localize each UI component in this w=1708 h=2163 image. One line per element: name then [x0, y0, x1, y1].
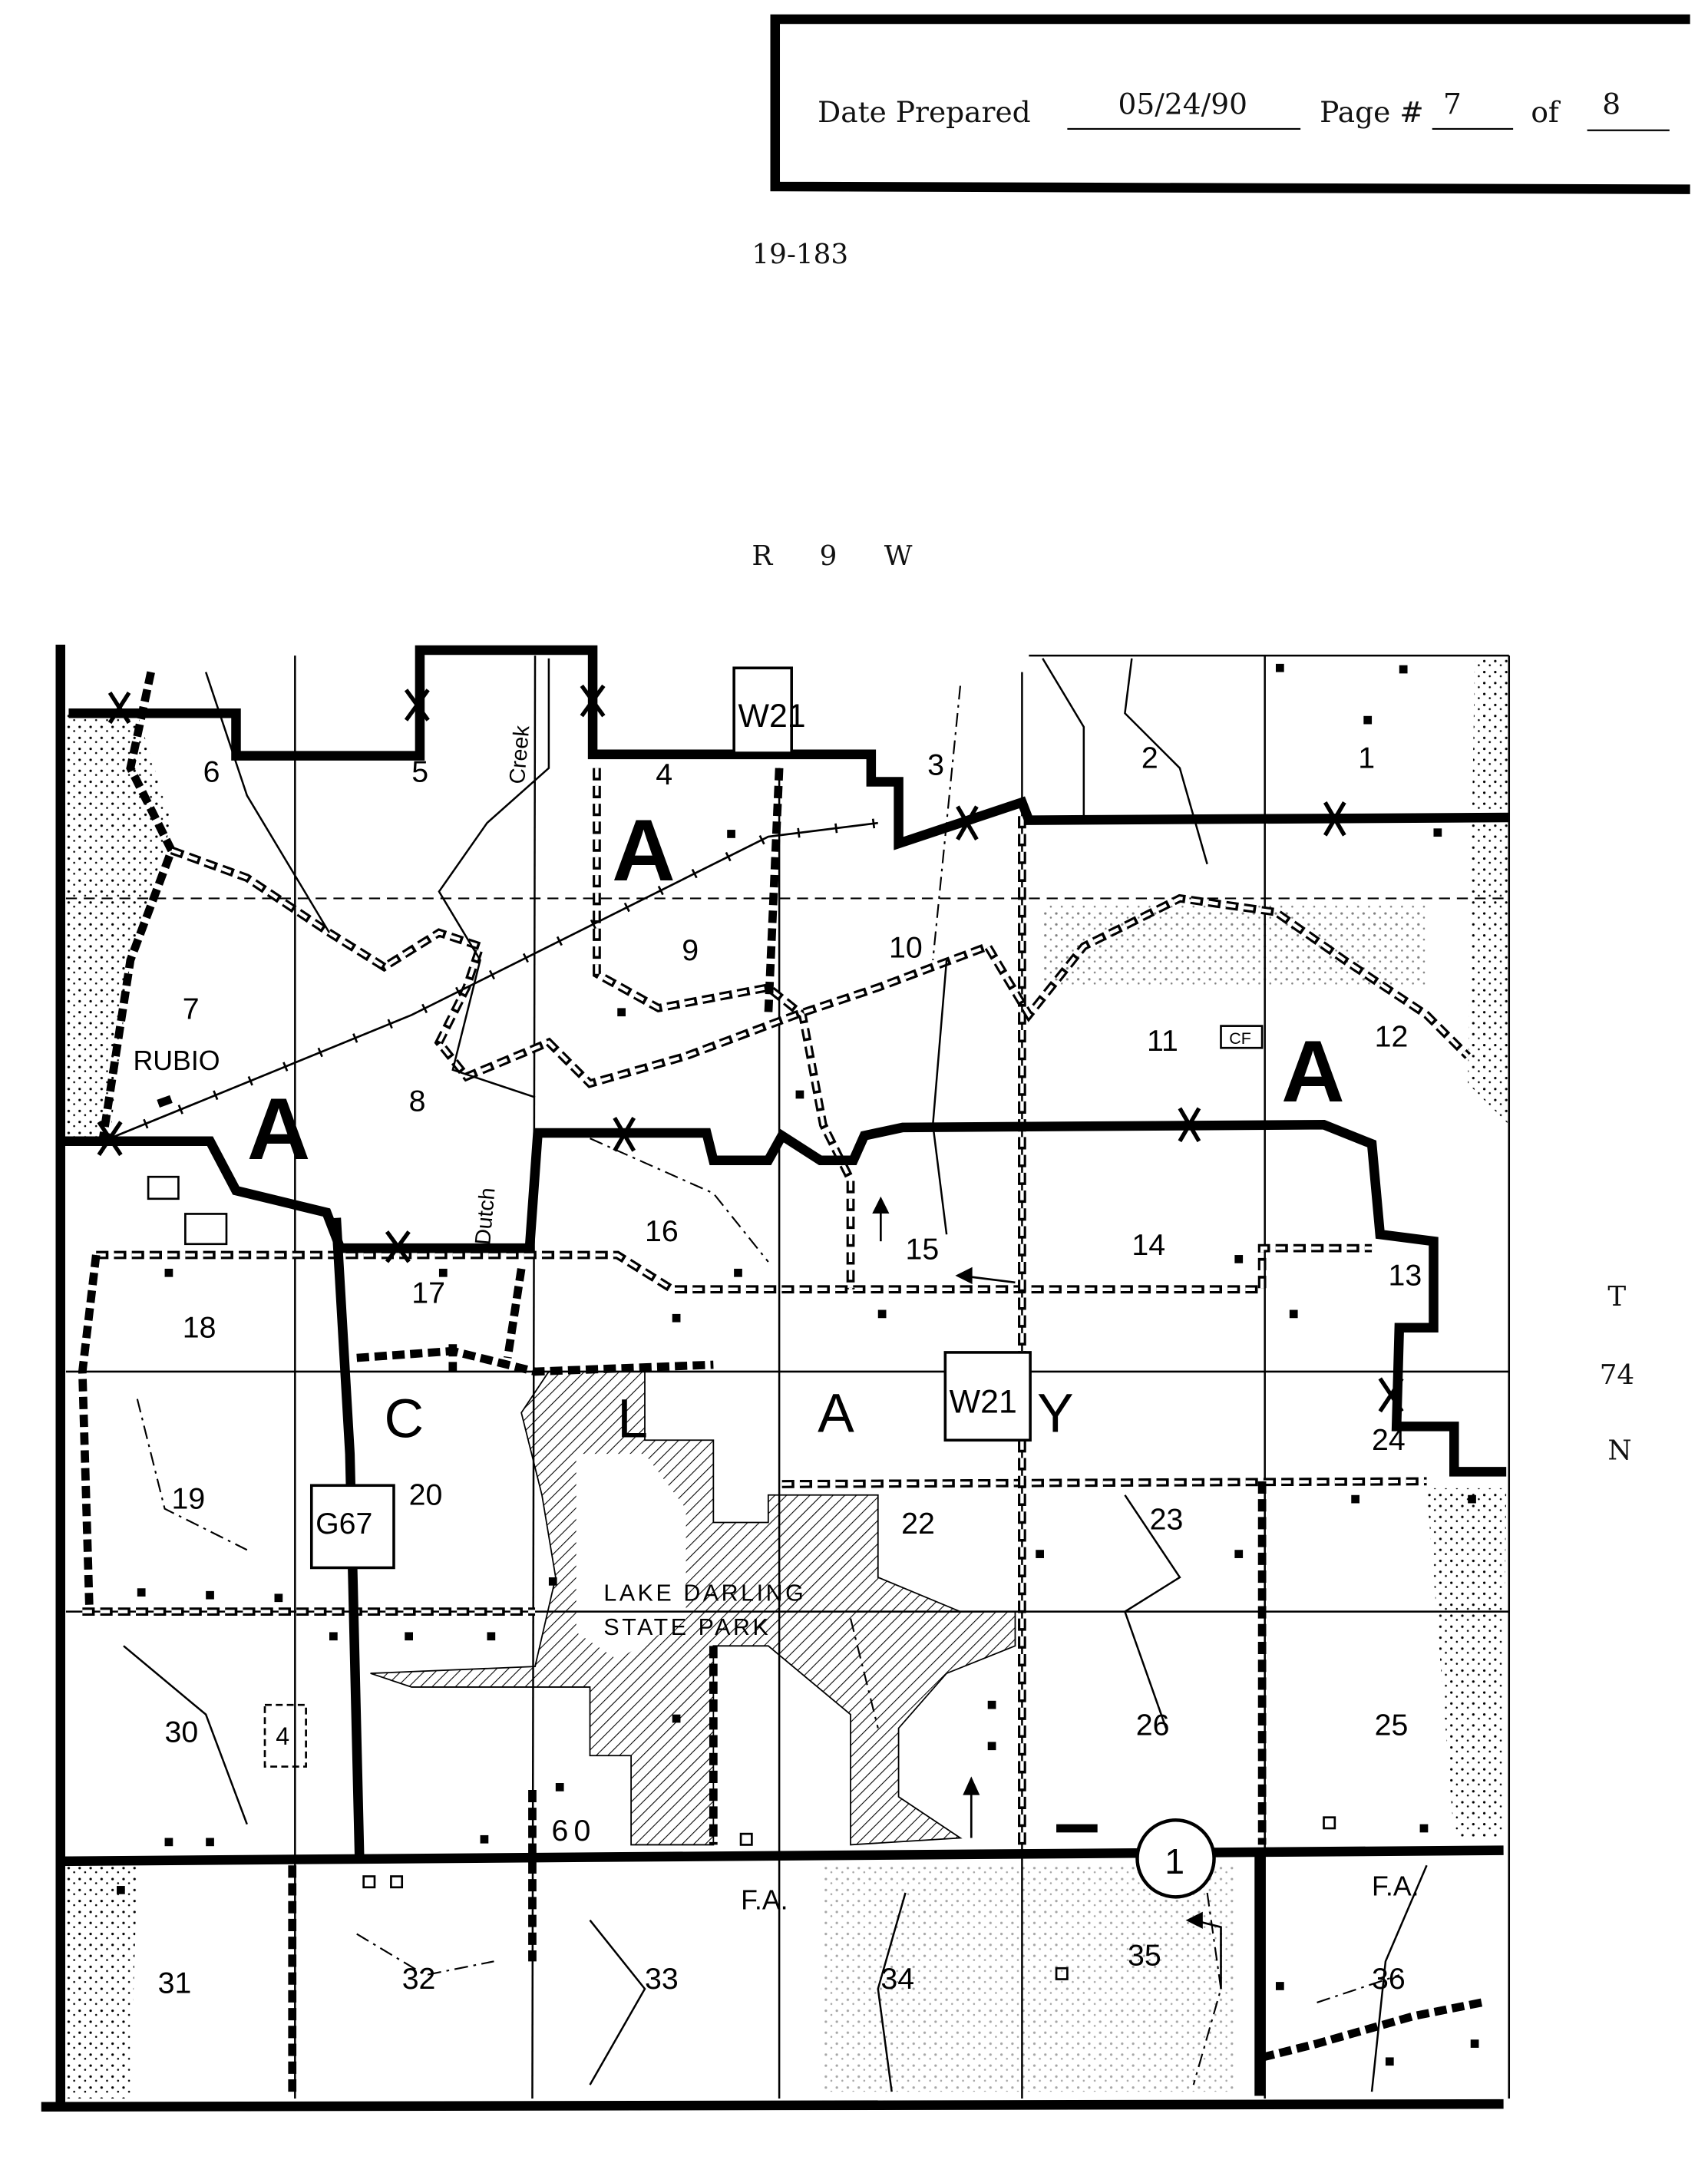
county-road-g67-line	[331, 1217, 365, 1859]
township-number: 74	[1600, 1359, 1634, 1391]
section-number: 14	[1132, 1228, 1165, 1262]
township-n: N	[1607, 1435, 1631, 1466]
section-number: 35	[1128, 1939, 1161, 1973]
cf-label-box: CF	[1220, 1025, 1264, 1049]
county-letter-l: L	[617, 1389, 648, 1450]
zone-letter-a: A	[247, 1080, 311, 1178]
section-number: 1	[1358, 741, 1375, 775]
section-number: 6	[203, 755, 220, 789]
section-number: 36	[1372, 1962, 1406, 1996]
section-number: 5	[411, 755, 428, 789]
svg-text:W21: W21	[950, 1384, 1017, 1421]
state-park-area	[370, 1371, 1016, 1846]
section-number: 24	[1372, 1423, 1406, 1457]
section-number: 8	[409, 1084, 426, 1118]
section-number: 18	[183, 1310, 216, 1344]
date-prepared-label: Date Prepared	[818, 95, 1031, 129]
dutch-creek-label: Dutch	[471, 1187, 500, 1246]
section-number: 33	[645, 1962, 679, 1996]
town-label-rubio: RUBIO	[133, 1045, 220, 1076]
section-number: 30	[165, 1715, 199, 1749]
park-label-line1: LAKE DARLING	[603, 1580, 806, 1606]
range-label: R 9 W	[752, 540, 931, 572]
section-number: 16	[645, 1214, 679, 1248]
section-number: 23	[1150, 1502, 1184, 1536]
map-frame	[41, 644, 1504, 2112]
zone-letter-a: A	[1281, 1022, 1345, 1121]
section-number: 34	[880, 1962, 914, 1996]
boundary-line-south	[58, 1845, 1504, 1867]
route-1-shield: 1	[1135, 1818, 1216, 1899]
section-number: 11	[1147, 1024, 1178, 1058]
svg-text:4: 4	[276, 1722, 289, 1750]
boundary-line-north	[68, 645, 1509, 850]
county-letter-c: C	[384, 1389, 424, 1450]
county-letter-a: A	[818, 1383, 854, 1445]
road-60-label: 60	[551, 1814, 596, 1848]
of-label: of	[1531, 95, 1561, 129]
page-number-label: Page #	[1320, 95, 1424, 129]
park-label-line2: STATE PARK	[603, 1615, 771, 1640]
small-route-4: 4	[263, 1703, 307, 1768]
section-number: 20	[409, 1478, 443, 1511]
section-number: 9	[682, 933, 699, 967]
svg-text:1: 1	[1165, 1841, 1184, 1881]
fa-label: F.A.	[1372, 1871, 1419, 1902]
svg-text:W21: W21	[738, 698, 806, 735]
section-number: 25	[1375, 1708, 1409, 1742]
section-number: 32	[402, 1962, 436, 1996]
section-number: 31	[158, 1966, 192, 2000]
section-number: 3	[927, 748, 944, 782]
fa-label: F.A.	[741, 1884, 788, 1915]
page-number-value: 7	[1443, 87, 1462, 121]
section-number: 12	[1375, 1019, 1409, 1053]
section-number: 13	[1389, 1258, 1422, 1292]
route-w21-shield: W21	[943, 1351, 1032, 1442]
section-number: 2	[1141, 741, 1158, 775]
section-number: 15	[906, 1232, 940, 1266]
svg-text:G67: G67	[316, 1507, 372, 1541]
document-id: 19-183	[752, 239, 848, 270]
county-letter-y: Y	[1037, 1383, 1074, 1445]
header-box: Date Prepared 05/24/90 Page # 7 of 8	[770, 14, 1690, 194]
creek-label: Creek	[505, 724, 535, 784]
section-number: 4	[656, 758, 672, 791]
route-w21-shield: W21	[732, 666, 806, 755]
section-number: 19	[171, 1482, 205, 1516]
township-map: 6 5 4 3 2 1 7 8 9 10 11 12 18 17 16 15 1…	[41, 644, 1511, 2112]
section-number: 10	[889, 930, 923, 964]
page-total-value: 8	[1602, 87, 1620, 121]
section-number: 22	[901, 1507, 935, 1541]
section-number: 26	[1136, 1708, 1170, 1742]
date-prepared-value: 05/24/90	[1118, 87, 1247, 121]
route-g67-shield: G67	[309, 1484, 395, 1570]
section-number: 7	[183, 992, 200, 1026]
township-t: T	[1607, 1281, 1626, 1313]
zone-letter-a: A	[612, 801, 676, 900]
section-number: 17	[411, 1276, 445, 1310]
svg-text:CF: CF	[1229, 1029, 1251, 1048]
